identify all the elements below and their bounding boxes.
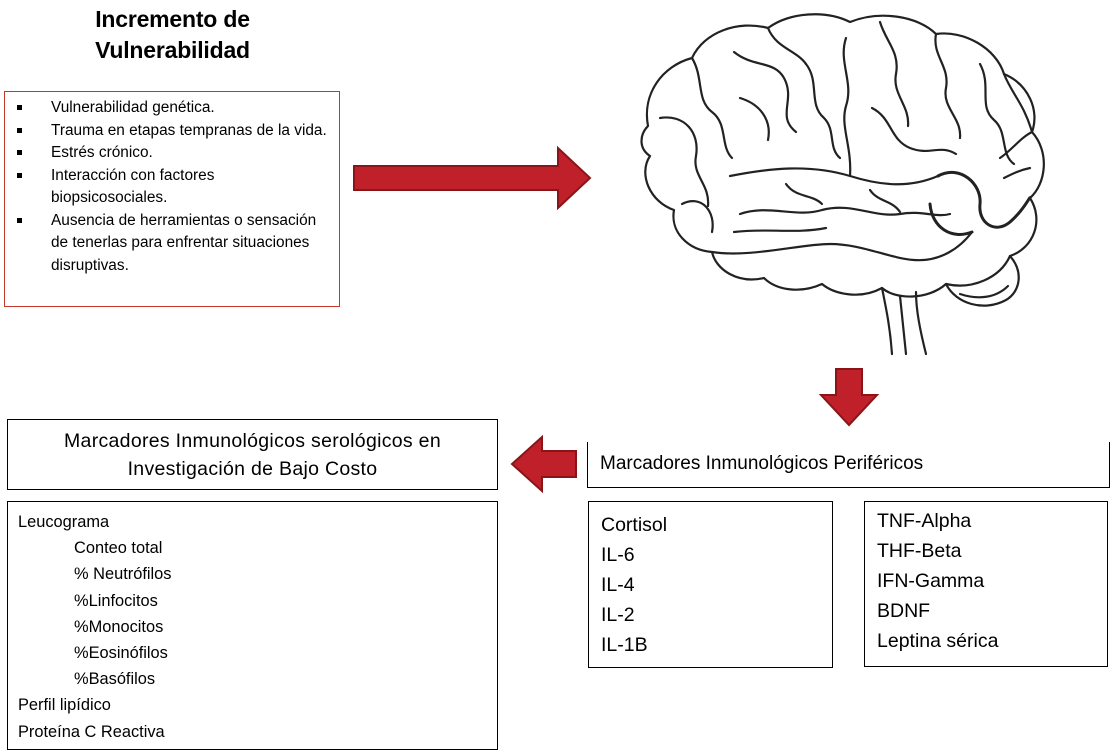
arrow-down-icon (818, 368, 880, 427)
peripheral-markers-title: Marcadores Inmunológicos Periféricos (587, 442, 1110, 488)
leucograma-subitem: %Eosinófilos (74, 644, 168, 663)
vulnerability-factors-list: Vulnerabilidad genética. Trauma en etapa… (5, 92, 339, 277)
low-cost-title-line1: Marcadores Inmunológicos serológicos en (64, 430, 441, 452)
leucograma-label: Leucograma (18, 513, 110, 531)
vulnerability-factors-box: Vulnerabilidad genética. Trauma en etapa… (4, 91, 340, 307)
vulnerability-title-line2: Vulnerabilidad (95, 37, 250, 63)
leucograma-subitem: %Basófilos (74, 670, 156, 689)
brain-outline-icon (640, 13, 1045, 356)
marker-item: Cortisol (601, 514, 668, 536)
vulnerability-title: Incremento de Vulnerabilidad (40, 4, 305, 66)
marker-item: THF-Beta (877, 540, 962, 562)
arrow-right-icon (353, 145, 592, 211)
vulnerability-title-line1: Incremento de (95, 6, 250, 32)
marker-item: IL-2 (601, 604, 635, 626)
marker-item: IL-6 (601, 544, 635, 566)
leucograma-subitem: % Neutrófilos (74, 565, 172, 584)
low-cost-markers-title: Marcadores Inmunológicos serológicos en … (7, 419, 498, 490)
marker-item: BDNF (877, 600, 931, 622)
leucograma-subitem: Conteo total (74, 539, 163, 558)
vulnerability-factor-item: Estrés crónico. (17, 142, 329, 165)
leucograma-subitem: %Linfocitos (74, 591, 158, 610)
low-cost-markers-box: Leucograma Conteo total % Neutrófilos %L… (7, 501, 498, 750)
arrow-left-icon (510, 434, 577, 494)
leucograma-subitem: %Monocitos (74, 617, 164, 636)
proteina-c-reactiva-label: Proteína C Reactiva (18, 722, 165, 741)
perfil-lipidico-label: Perfil lipídico (18, 696, 111, 715)
vulnerability-factor-item: Vulnerabilidad genética. (17, 97, 329, 120)
peripheral-markers-box-2: TNF-Alpha THF-Beta IFN-Gamma BDNF Leptin… (864, 501, 1108, 667)
vulnerability-factor-item: Ausencia de herramientas o sensación de … (17, 210, 329, 278)
marker-item: Leptina sérica (877, 630, 999, 652)
vulnerability-factor-item: Trauma en etapas tempranas de la vida. (17, 120, 329, 143)
marker-item: IL-4 (601, 574, 635, 596)
marker-item: TNF-Alpha (877, 510, 972, 532)
peripheral-markers-box-1: Cortisol IL-6 IL-4 IL-2 IL-1B (588, 501, 833, 668)
marker-item: IFN-Gamma (877, 570, 985, 592)
marker-item: IL-1B (601, 634, 648, 656)
vulnerability-factor-item: Interacción con factores biopsicosociale… (17, 165, 329, 210)
low-cost-title-line2: Investigación de Bajo Costo (127, 458, 378, 480)
